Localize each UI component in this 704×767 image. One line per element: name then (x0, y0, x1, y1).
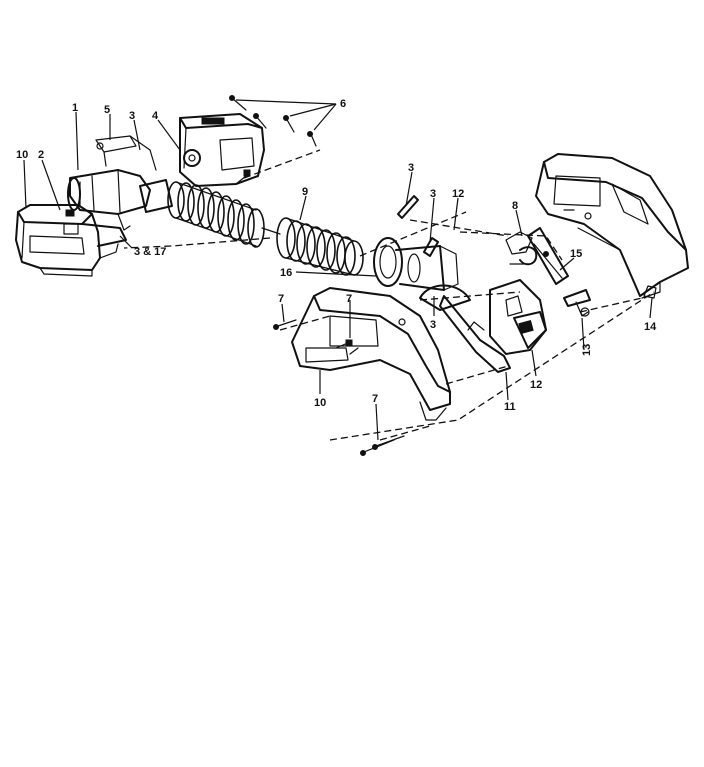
callout-3-lower: 3 (430, 319, 436, 331)
callout-7-lower: 7 (372, 393, 378, 405)
callout-3-mid: 3 (430, 188, 436, 200)
callout-12-lower: 12 (530, 379, 542, 391)
callout-8: 8 (512, 200, 518, 212)
callout-1: 1 (72, 102, 78, 114)
small-switch-parts (527, 227, 591, 317)
callout-13: 13 (581, 344, 593, 356)
callout-15: 15 (570, 248, 582, 260)
callout-5: 5 (104, 104, 110, 116)
callout-11: 11 (504, 401, 516, 413)
callout-9: 9 (302, 186, 308, 198)
callout-labels: 1 5 3 4 6 10 2 3 & 17 9 3 3 12 8 15 16 7… (16, 98, 657, 413)
callout-10-left: 10 (16, 149, 28, 161)
flexible-hose (139, 179, 364, 276)
hose-clamp-bracket (179, 113, 265, 187)
clips-and-strain-relief (397, 195, 538, 266)
callout-3-upper-mid: 3 (408, 162, 414, 174)
hose-coils-left (167, 181, 265, 248)
callout-2: 2 (38, 149, 44, 161)
callout-6: 6 (340, 98, 346, 110)
motor-plug-assembly (67, 135, 157, 231)
right-handle-housing (535, 153, 689, 299)
callout-16: 16 (280, 267, 292, 279)
leader-lines (23, 99, 653, 441)
callout-10-lower: 10 (314, 397, 326, 409)
hose-adapter-sleeve (373, 237, 459, 291)
screws-part-6 (229, 95, 317, 147)
screws-part-7 (273, 319, 405, 456)
alignment-dashed-lines (123, 149, 655, 441)
callout-7-inner: 7 (346, 293, 352, 305)
left-handle-housing (15, 204, 127, 277)
switch-connector-assembly (419, 279, 547, 373)
callout-4: 4 (152, 110, 159, 122)
callout-14: 14 (644, 321, 657, 333)
callout-3-and-17: 3 & 17 (134, 246, 166, 258)
callout-7-left: 7 (278, 293, 284, 305)
callout-12-upper: 12 (452, 188, 464, 200)
callout-3-upper-left: 3 (129, 110, 135, 122)
